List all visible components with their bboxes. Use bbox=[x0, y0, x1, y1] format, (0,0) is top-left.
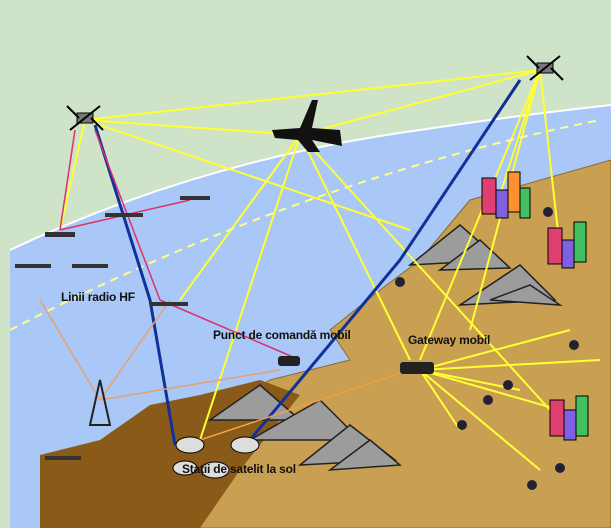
label-ground-satellite-stations: Stații de satelit la sol bbox=[182, 462, 296, 476]
mountains bbox=[207, 224, 563, 471]
backbone-links bbox=[93, 79, 522, 446]
ground-links bbox=[39, 299, 411, 441]
aircraft-icon bbox=[272, 100, 342, 152]
label-hf-radio-lines: Linii radio HF bbox=[61, 290, 135, 304]
satellite-links bbox=[9, 69, 601, 471]
ships bbox=[15, 196, 210, 460]
buildings bbox=[481, 171, 589, 441]
label-mobile-gateway: Gateway mobil bbox=[408, 333, 491, 347]
satellite-dishes bbox=[172, 436, 260, 479]
mobile-command-vehicle-icon bbox=[278, 356, 300, 366]
soldiers bbox=[395, 207, 579, 490]
sea-horizon-line bbox=[9, 104, 611, 251]
satellite-right-icon bbox=[526, 55, 564, 81]
satellite-left-icon bbox=[66, 105, 104, 131]
mobile-gateway-vehicle-icon bbox=[400, 362, 434, 374]
radio-tower-icon bbox=[88, 379, 112, 426]
label-mobile-command-post: Punct de comandă mobil bbox=[213, 328, 351, 342]
